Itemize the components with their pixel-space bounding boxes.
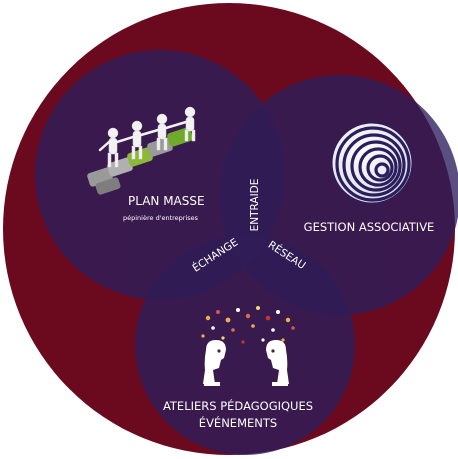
people-puzzle-icon xyxy=(87,106,196,195)
link-entraide: ENTRAIDE xyxy=(249,179,261,232)
striped-sphere-icon xyxy=(331,122,413,204)
ateliers-title-line1: ATELIERS PÉDAGOGIQUES xyxy=(163,398,313,413)
plan-masse-title: PLAN MASSE xyxy=(128,194,205,208)
ateliers-title-line2: ÉVÉNEMENTS xyxy=(199,415,277,430)
gestion-title: GESTION ASSOCIATIVE xyxy=(304,220,435,234)
heads-exchange-icon xyxy=(201,306,295,386)
plan-masse-subtitle: pépinière d'entreprises xyxy=(123,214,199,222)
circle-ateliers xyxy=(135,235,355,455)
